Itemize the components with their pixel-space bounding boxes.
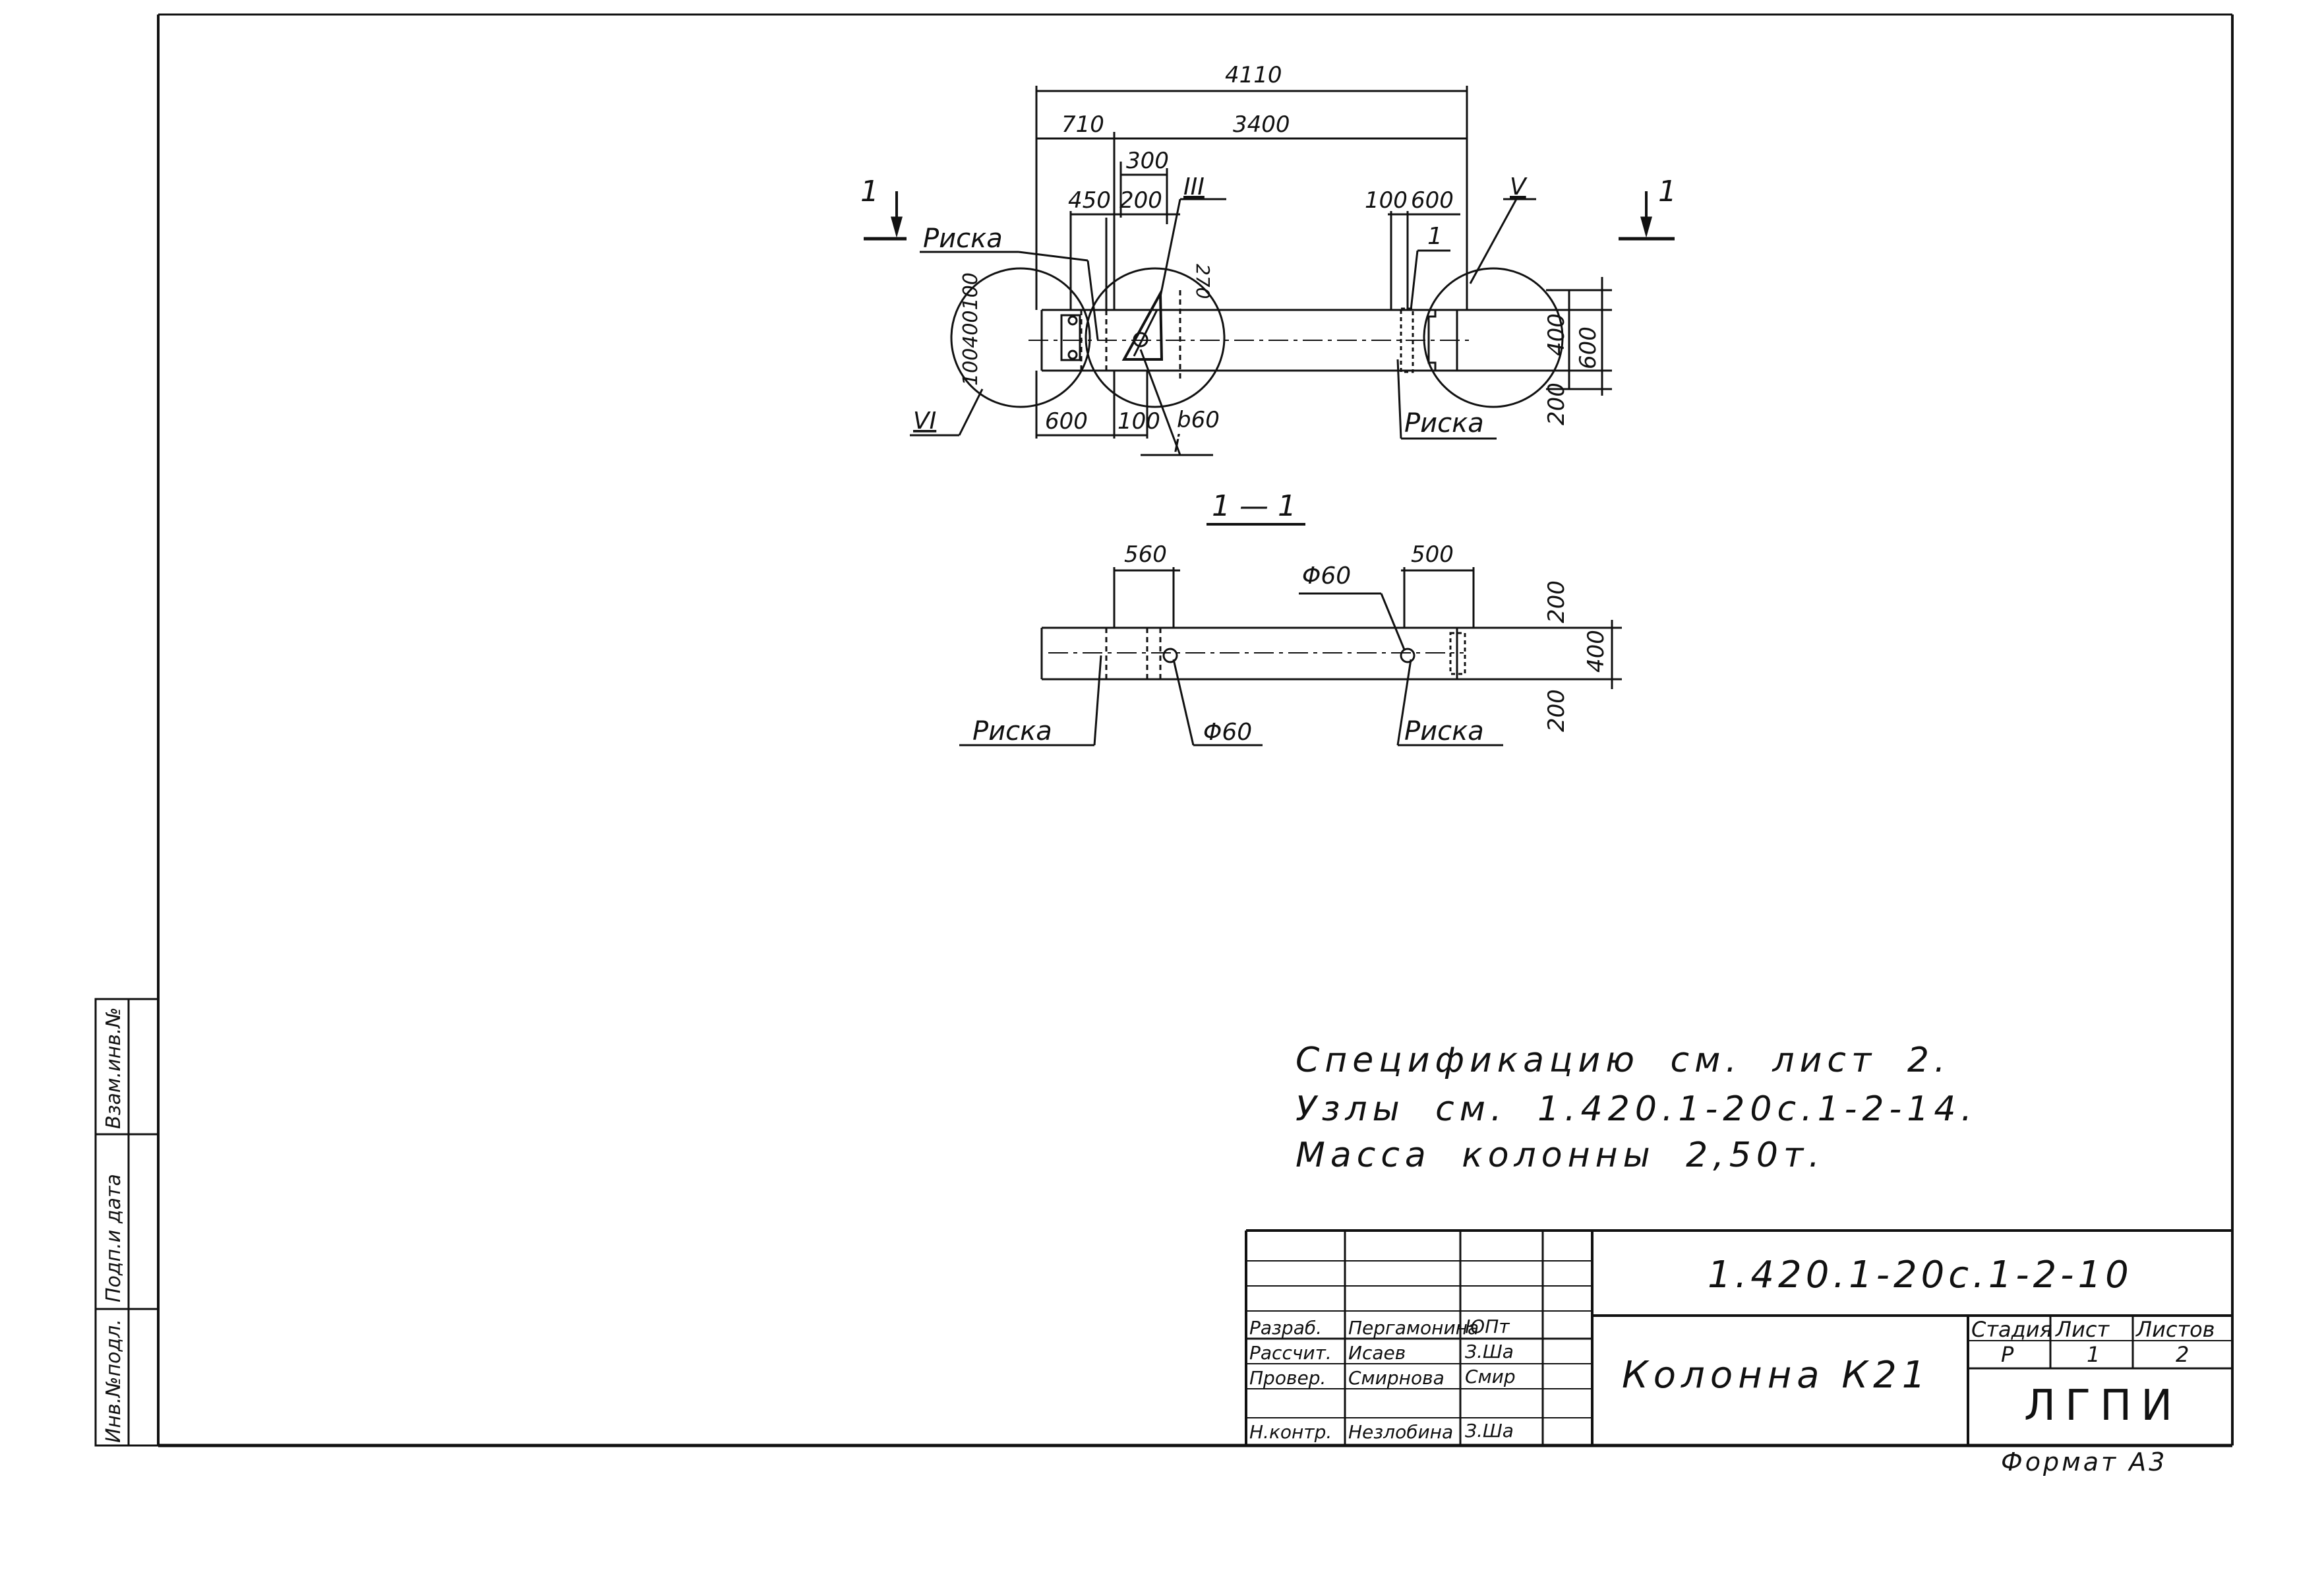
role-developer: Разраб.: [1249, 1317, 1323, 1339]
section-mark-left: 1: [860, 175, 879, 208]
role-checker: Провер.: [1249, 1367, 1326, 1389]
stamp-cell-2: Подп.и дата: [102, 1174, 125, 1302]
sheets-value: 2: [2176, 1342, 2190, 1367]
drawing-title: Колонна К21: [1622, 1354, 1931, 1397]
dim-600-top: 600: [1411, 187, 1454, 214]
title-block-grid: [1245, 1229, 2232, 1445]
dim-section-500: 500: [1411, 541, 1454, 568]
role-norm-control: Н.контр.: [1249, 1421, 1332, 1443]
label-node-VI: VI: [913, 408, 936, 435]
label-riska-section-left: Риска: [972, 716, 1052, 746]
label-riska-top-right: Риска: [1404, 408, 1484, 439]
sheets-header: Листов: [2136, 1317, 2215, 1342]
label-riska-section-right: Риска: [1404, 716, 1484, 746]
label-phi60-top: Φ60: [1302, 563, 1351, 590]
dim-100-400-100: 100400100: [959, 272, 982, 386]
dim-right-600: 600: [1575, 326, 1601, 369]
label-node-III: III: [1183, 173, 1205, 200]
dim-total: 4110: [1225, 62, 1282, 88]
dim-200-top: 200: [1119, 187, 1162, 214]
dim-section-200-bottom: 200: [1543, 689, 1570, 732]
dim-270: 270: [1192, 264, 1214, 299]
organization: ЛГПИ: [2024, 1382, 2182, 1430]
dim-600-bottom-left: 600: [1045, 408, 1088, 435]
dim-hole-b60: b60: [1177, 407, 1220, 433]
dim-section-200-top: 200: [1543, 580, 1570, 623]
sign-developer: ЮПт: [1465, 1316, 1510, 1337]
sheet-frame: [157, 13, 2234, 1447]
node-circle-V: [1423, 267, 1564, 408]
plan-dimension-labels: 4110 710 3400 300 450 200 100 600 600 10…: [860, 62, 1677, 458]
node-circle-VI: [950, 267, 1091, 408]
dim-right-200: 200: [1543, 382, 1570, 425]
dim-section-560: 560: [1124, 541, 1167, 568]
stamp-cell-1: Взам.инв.№: [102, 1007, 125, 1129]
sign-calculator: З.Ша: [1465, 1341, 1514, 1362]
dim-right-part: 3400: [1233, 111, 1290, 138]
dim-300: 300: [1126, 148, 1169, 174]
role-calculator: Рассчит.: [1249, 1342, 1332, 1364]
note-mass: Масса колонны 2,50т.: [1296, 1136, 1825, 1175]
column-section-1-1: [959, 523, 1622, 746]
sheet-header: Лист: [2056, 1317, 2110, 1342]
node-circle-III: [1085, 267, 1226, 408]
dim-100-bottom: 100: [1117, 408, 1160, 435]
sheet-value: 1: [2087, 1342, 2101, 1367]
note-nodes: Узлы см. 1.420.1-20с.1-2-14.: [1296, 1089, 1977, 1129]
dim-right-400: 400: [1543, 313, 1570, 356]
label-callout-1: 1: [1427, 223, 1443, 250]
label-riska-top-left: Риска: [923, 224, 1003, 254]
name-checker: Смирнова: [1348, 1367, 1445, 1389]
column-plan-view: [864, 86, 1675, 456]
section-title: 1 — 1: [1212, 489, 1296, 523]
stamp-cell-3: Инв.№подл.: [102, 1319, 125, 1443]
section-labels: 1 — 1 560 500 Φ60 Φ60 Риска Риска 200 40…: [972, 489, 1609, 746]
name-norm-control: Незлобина: [1348, 1421, 1454, 1443]
stage-header: Стадия: [1971, 1317, 2052, 1342]
note-specification: Спецификацию см. лист 2.: [1296, 1041, 1951, 1080]
dim-section-400: 400: [1583, 630, 1609, 673]
side-stamp: [94, 998, 158, 1447]
dim-100-top: 100: [1365, 187, 1408, 214]
sheet-format: Формат А3: [2001, 1447, 2168, 1476]
doc-code: 1.420.1-20с.1-2-10: [1708, 1254, 2133, 1296]
label-phi60-bottom: Φ60: [1203, 719, 1252, 746]
stage-value: Р: [2001, 1342, 2014, 1367]
label-node-V: V: [1510, 173, 1528, 200]
sign-norm-control: З.Ша: [1465, 1420, 1514, 1442]
dim-450: 450: [1068, 187, 1111, 214]
name-developer: Пергамонина: [1348, 1317, 1479, 1339]
label-callout-i: i: [1174, 431, 1180, 458]
name-calculator: Исаев: [1348, 1342, 1406, 1364]
section-mark-right: 1: [1658, 175, 1677, 208]
sign-checker: Смир: [1465, 1366, 1516, 1387]
dim-left-part: 710: [1061, 111, 1104, 138]
